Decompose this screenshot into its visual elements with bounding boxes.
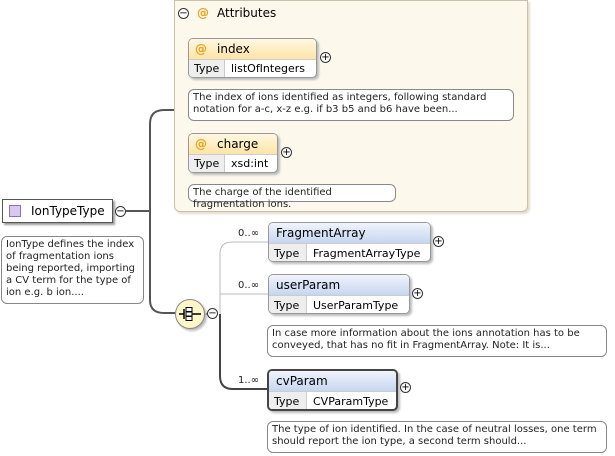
element-userparam-doc: In case more information about the ions …	[267, 325, 607, 357]
collapse-attributes-icon[interactable]: −	[178, 7, 189, 19]
element-userparam-box[interactable]: userParam Type UserParamType	[268, 274, 410, 314]
collapse-sequence-icon[interactable]: −	[207, 308, 218, 319]
expand-userparam-icon[interactable]: +	[412, 288, 423, 299]
attribute-marker-icon: @	[197, 6, 209, 20]
collapse-root-icon[interactable]: −	[115, 206, 126, 217]
type-label: Type	[189, 60, 225, 77]
cardinality-label: 1..∞	[238, 375, 260, 386]
element-fragmentarray-box[interactable]: FragmentArray Type FragmentArrayType	[268, 222, 431, 262]
type-label: Type	[189, 155, 225, 172]
type-value: FragmentArrayType	[313, 246, 421, 260]
attribute-index-doc: The index of ions identified as integers…	[188, 89, 514, 121]
element-cvparam-doc: The type of ion identified. In the case …	[267, 421, 607, 453]
attribute-charge-box[interactable]: @ charge Type xsd:int	[188, 133, 278, 173]
root-type-box[interactable]: IonTypeType	[2, 199, 113, 223]
attribute-marker-icon: @	[195, 137, 207, 151]
root-type-name: IonTypeType	[31, 204, 105, 218]
sequence-compositor[interactable]	[175, 299, 205, 329]
cardinality-label: 0..∞	[238, 280, 260, 291]
expand-charge-icon[interactable]: +	[281, 147, 292, 158]
type-value: UserParamType	[313, 298, 399, 312]
type-label: Type	[269, 244, 307, 261]
expand-cvparam-icon[interactable]: +	[400, 382, 411, 393]
type-label: Type	[269, 296, 307, 313]
type-label: Type	[269, 392, 307, 409]
cardinality-label: 0..∞	[238, 228, 260, 239]
attributes-title: Attributes	[217, 6, 277, 20]
type-value: CVParamType	[313, 394, 389, 408]
attribute-name: charge	[217, 137, 259, 151]
expand-index-icon[interactable]: +	[320, 52, 331, 63]
element-name: FragmentArray	[269, 223, 430, 243]
sequence-compositor-icon	[179, 307, 201, 321]
complex-type-icon	[9, 205, 21, 217]
attribute-name: index	[217, 42, 250, 56]
element-cvparam-box[interactable]: cvParam Type CVParamType	[267, 369, 398, 411]
expand-fragmentarray-icon[interactable]: +	[433, 236, 444, 247]
attribute-charge-doc: The charge of the identified fragmentati…	[188, 184, 396, 210]
element-name: userParam	[269, 275, 409, 295]
attribute-marker-icon: @	[195, 42, 207, 56]
type-value: listOfIntegers	[231, 62, 305, 75]
element-name: cvParam	[269, 371, 396, 391]
type-value: xsd:int	[231, 157, 269, 170]
attributes-header: − @ Attributes	[178, 5, 276, 21]
attribute-index-box[interactable]: @ index Type listOfIntegers	[188, 38, 317, 78]
root-type-doc: IonType defines the index of fragmentati…	[1, 236, 144, 304]
